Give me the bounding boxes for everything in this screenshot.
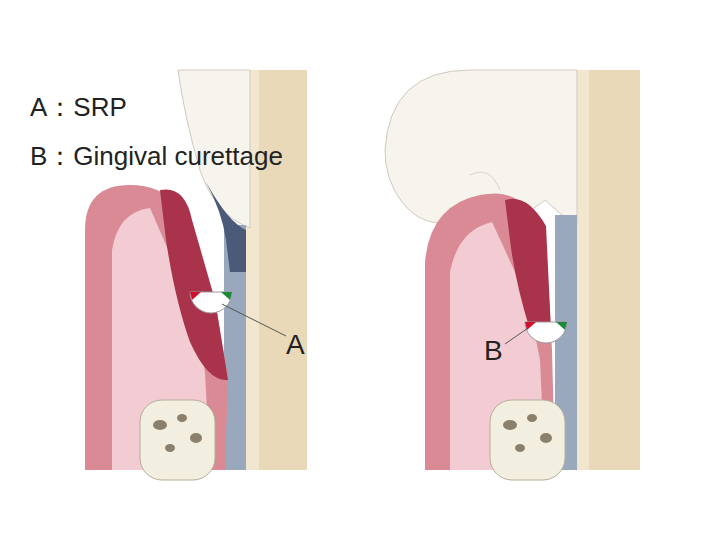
bone-pore [503,420,517,430]
leader-line [222,304,286,336]
key-text: A：SRP [30,94,127,120]
bone-pore [165,444,175,452]
key-text: B：Gingival curettage [30,143,283,169]
tooth-root [245,70,307,470]
curette-tip [525,322,567,343]
calculus [206,182,246,272]
curette-tip [190,292,232,313]
bone-pore [177,414,187,422]
leader-line [505,328,528,344]
callout-letter: A [286,331,305,359]
cutting-edge [556,322,567,330]
bone-pore [527,414,537,422]
pocket-epithelium [505,199,551,330]
tooth-root [575,70,640,470]
bone-pore [540,433,552,443]
bone-pore [190,433,202,443]
cutting-edge [221,292,232,300]
alveolar-bone [490,400,565,480]
alveolar-bone [140,400,215,480]
pocket-epithelium [160,189,228,380]
bone-pore [153,420,167,430]
cutting-edge [190,292,201,300]
callout-letter: B [484,337,503,365]
bone-pore [515,444,525,452]
